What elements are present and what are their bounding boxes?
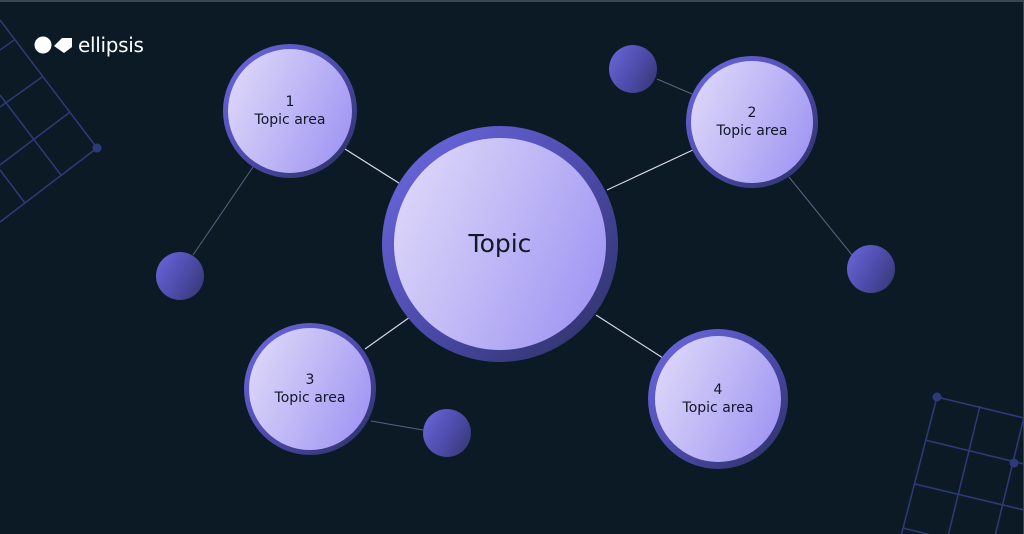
topic-area-label: Topic area	[682, 400, 754, 416]
topic-area-label: Topic area	[254, 112, 326, 128]
brand-name: ellipsis	[78, 33, 144, 57]
node-label: Topic	[469, 229, 532, 259]
node-face	[691, 61, 813, 183]
topic-area-node-4[interactable]: 4 Topic area	[648, 329, 788, 469]
topic-area-node-3[interactable]: 3 Topic area	[244, 323, 376, 455]
topic-area-number: 4	[713, 382, 723, 398]
topic-area-number: 3	[305, 372, 315, 388]
node-face	[394, 138, 606, 350]
topic-area-number: 2	[747, 105, 757, 121]
satellite-dot	[609, 45, 657, 93]
dot-connectors	[192, 78, 853, 431]
ellipsis-logo-icon	[34, 36, 72, 54]
node-label: 2 Topic area	[717, 104, 788, 140]
node-face	[655, 336, 781, 462]
grid-node-dot	[932, 392, 942, 402]
topic-area-node-1[interactable]: 1 Topic area	[223, 44, 357, 178]
topic-area-label: Topic area	[274, 390, 346, 406]
satellite-dot	[156, 252, 204, 300]
connectors	[344, 148, 696, 359]
grid-node-dot	[92, 143, 102, 153]
grid-top-left	[0, 19, 98, 223]
central-topic-node[interactable]: Topic	[382, 126, 618, 362]
topic-area-number: 1	[285, 94, 295, 110]
node-face	[249, 328, 371, 450]
grid-bottom-right	[900, 396, 1023, 534]
topic-area-node-2[interactable]: 2 Topic area	[686, 56, 818, 188]
node-label: 1 Topic area	[255, 93, 326, 129]
central-topic-label: Topic	[468, 229, 532, 258]
grid-node-dot	[1009, 458, 1019, 468]
topic-area-label: Topic area	[716, 123, 788, 139]
node-label: 3 Topic area	[275, 371, 346, 407]
node-label: 4 Topic area	[683, 381, 754, 417]
brand-logo[interactable]: ellipsis	[34, 35, 144, 55]
node-face	[228, 49, 352, 173]
satellite-dot	[847, 245, 895, 293]
satellite-dot	[423, 409, 471, 457]
